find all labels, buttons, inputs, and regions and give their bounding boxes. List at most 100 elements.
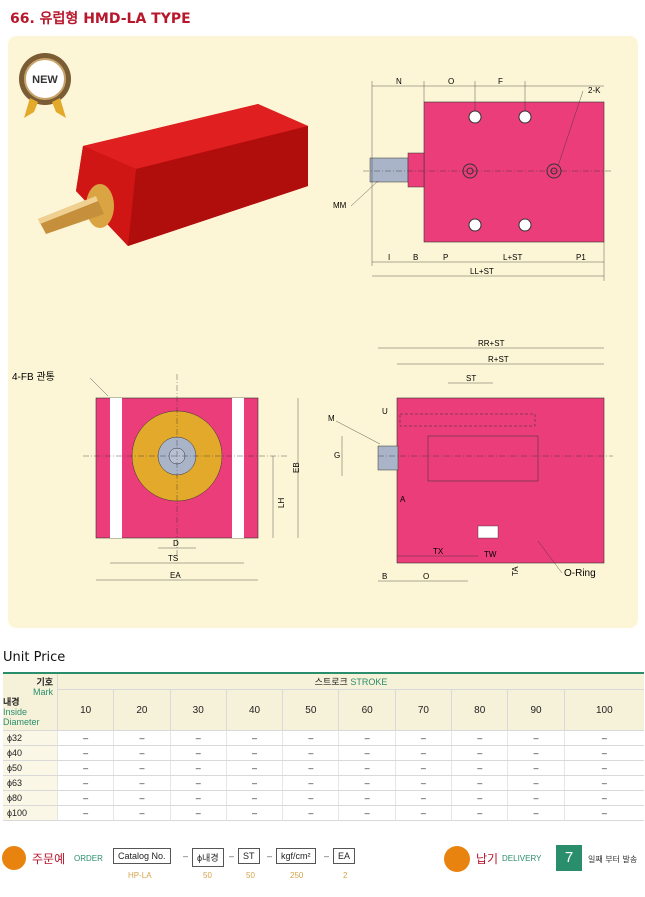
- delivery-label-en: DELIVERY: [502, 854, 542, 863]
- dim-TX: TX: [433, 547, 444, 556]
- order-icon: [2, 846, 26, 870]
- dim-D: D: [173, 539, 179, 548]
- table-row: ϕ32––––––––––: [3, 730, 644, 746]
- price-cell: –: [113, 745, 171, 761]
- diameter-cell: ϕ100: [3, 805, 58, 821]
- diameter-box: ϕ내경: [192, 848, 224, 867]
- table-row: ϕ63––––––––––: [3, 775, 644, 791]
- price-cell: –: [56, 805, 114, 821]
- price-cell: –: [225, 775, 283, 791]
- diameter-cell: ϕ32: [3, 730, 58, 746]
- price-cell: –: [563, 805, 644, 821]
- diameter-cell: ϕ50: [3, 760, 58, 776]
- price-cell: –: [563, 730, 644, 746]
- stroke-value: 50: [246, 871, 255, 880]
- unit-price-title: Unit Price: [3, 650, 66, 665]
- delivery-icon: [444, 846, 470, 872]
- dim-MM: MM: [333, 201, 347, 210]
- dim-ORING: O-Ring: [564, 568, 596, 579]
- catalog-box: Catalog No.: [113, 848, 171, 864]
- price-cell: –: [113, 790, 171, 806]
- stroke-col-header: 40: [225, 689, 283, 731]
- dim-B2: B: [382, 572, 387, 581]
- order-example: 주문예 ORDER Catalog No. – ϕ내경 – ST – kgf/c…: [0, 840, 645, 880]
- price-cell: –: [169, 805, 227, 821]
- dim-FB: 4-FB 관통: [12, 371, 55, 383]
- dim-RST: R+ST: [488, 355, 509, 364]
- price-cell: –: [394, 790, 452, 806]
- dim-TA: TA: [511, 566, 520, 576]
- dim-LST: L+ST: [503, 253, 522, 262]
- drawing-panel: NEW N O F 2-K MM: [8, 36, 638, 628]
- price-cell: –: [282, 805, 339, 821]
- dim-I: I: [388, 253, 390, 262]
- price-cell: –: [225, 790, 283, 806]
- price-cell: –: [56, 790, 114, 806]
- stroke-col-header: 20: [113, 689, 171, 731]
- dim-A: A: [400, 495, 406, 504]
- price-cell: –: [563, 775, 644, 791]
- price-cell: –: [56, 745, 114, 761]
- price-cell: –: [394, 775, 452, 791]
- stroke-col-header: 90: [507, 689, 565, 731]
- price-cell: –: [225, 730, 283, 746]
- price-cell: –: [225, 760, 283, 776]
- dim-O2: O: [423, 572, 429, 581]
- diameter-cell: ϕ40: [3, 745, 58, 761]
- price-cell: –: [451, 805, 508, 821]
- diameter-cell: ϕ63: [3, 775, 58, 791]
- price-cell: –: [563, 745, 644, 761]
- unit-price-table: 기호 Mark 내경 Inside Diameter 스트로크 STROKE 1…: [3, 672, 644, 821]
- dim-P1: P1: [576, 253, 586, 262]
- price-cell: –: [282, 790, 339, 806]
- pressure-value: 250: [290, 871, 304, 880]
- price-cell: –: [282, 730, 339, 746]
- price-cell: –: [451, 790, 508, 806]
- price-cell: –: [113, 775, 171, 791]
- stroke-box: ST: [238, 848, 260, 864]
- order-label: 주문예: [32, 852, 66, 866]
- price-cell: –: [394, 805, 452, 821]
- dim-LLST: LL+ST: [470, 267, 494, 276]
- price-cell: –: [507, 760, 565, 776]
- dim-EA: EA: [170, 571, 181, 580]
- dim-G: G: [334, 451, 340, 460]
- price-cell: –: [563, 790, 644, 806]
- new-badge-icon: NEW: [19, 53, 71, 118]
- delivery-days: 7: [556, 845, 582, 871]
- price-cell: –: [113, 730, 171, 746]
- mark-header: 기호 Mark 내경 Inside Diameter: [3, 672, 58, 731]
- price-cell: –: [282, 745, 339, 761]
- price-cell: –: [56, 730, 114, 746]
- price-cell: –: [282, 760, 339, 776]
- dim-P: P: [443, 253, 448, 262]
- dim-B: B: [413, 253, 418, 262]
- table-row: ϕ80––––––––––: [3, 790, 644, 806]
- price-cell: –: [507, 790, 565, 806]
- price-cell: –: [451, 745, 508, 761]
- price-cell: –: [394, 730, 452, 746]
- price-cell: –: [507, 745, 565, 761]
- delivery-text: 일째 부터 발송: [588, 855, 638, 864]
- stroke-header: 스트로크 STROKE: [57, 672, 644, 690]
- price-cell: –: [169, 775, 227, 791]
- dim-F: F: [498, 77, 503, 86]
- price-cell: –: [338, 790, 396, 806]
- price-cell: –: [338, 775, 396, 791]
- price-cell: –: [56, 775, 114, 791]
- table-row: ϕ100––––––––––: [3, 805, 644, 821]
- price-cell: –: [338, 805, 396, 821]
- stroke-col-header: 50: [282, 689, 339, 731]
- price-cell: –: [282, 775, 339, 791]
- price-cell: –: [451, 730, 508, 746]
- stroke-col-header: 70: [394, 689, 452, 731]
- price-cell: –: [169, 745, 227, 761]
- price-cell: –: [338, 760, 396, 776]
- price-cell: –: [113, 760, 171, 776]
- diameter-cell: ϕ80: [3, 790, 58, 806]
- qty-box: EA: [333, 848, 356, 864]
- dim-N: N: [396, 77, 402, 86]
- stroke-col-header: 10: [56, 689, 114, 731]
- table-row: ϕ50––––––––––: [3, 760, 644, 776]
- stroke-col-header: 80: [451, 689, 508, 731]
